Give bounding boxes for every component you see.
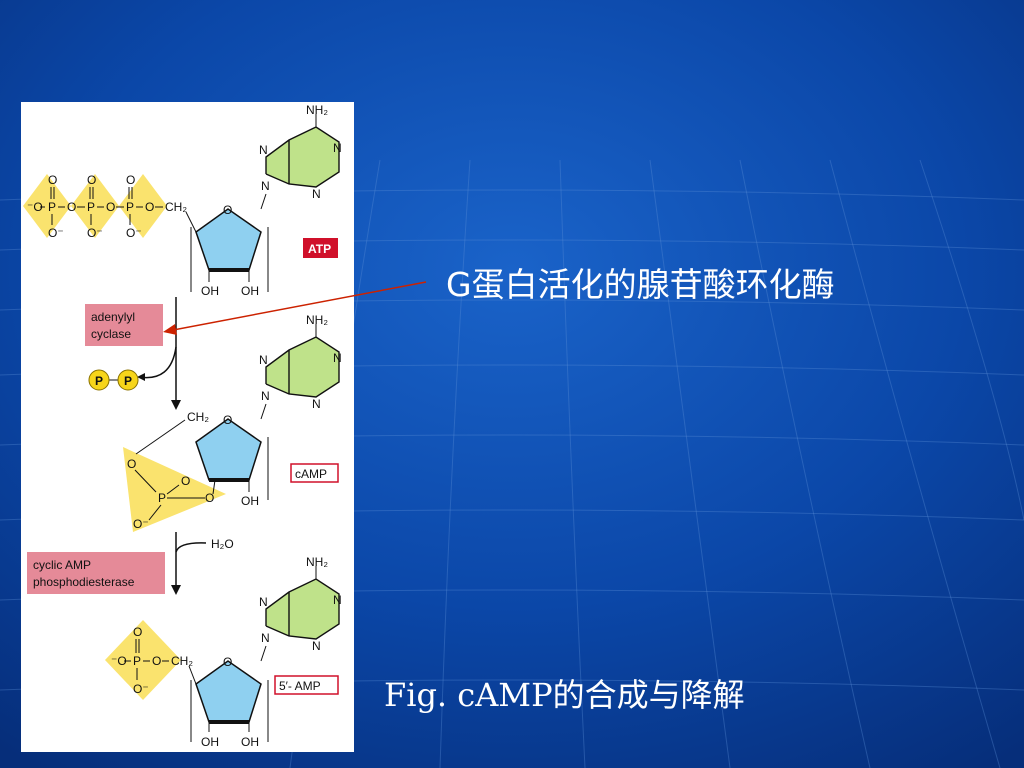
hydroxyl-label: OH [201, 284, 219, 298]
water-label: H₂O [211, 537, 234, 551]
charged-oxygen-label: ⁻O [27, 200, 43, 214]
phosphorus-label: P [133, 654, 141, 668]
methylene-label: CH₂ [171, 654, 193, 668]
nitrogen-label: N [261, 179, 270, 193]
adenine-base: NH₂ N N N N [259, 555, 342, 662]
oxygen-label: O [126, 173, 135, 187]
oxygen-label: O [152, 654, 161, 668]
amp-label-box [274, 675, 339, 695]
hydroxyl-label: OH [241, 494, 259, 508]
enzyme-annotation: G蛋白活化的腺苷酸环化酶 [446, 265, 835, 304]
enzyme-line: adenylyl [91, 310, 135, 324]
enzyme-line: cyclase [91, 327, 131, 341]
charged-oxygen-label: ⁻O [111, 654, 127, 668]
hydroxyl-label: OH [241, 284, 259, 298]
pp-label: P [95, 374, 103, 388]
amine-label: NH₂ [306, 103, 328, 117]
oxide-anion-label: O⁻ [126, 226, 142, 240]
pp-label: P [124, 374, 132, 388]
nitrogen-label: N [259, 353, 268, 367]
oxide-anion-label: O⁻ [133, 517, 149, 531]
oxygen-label: O [133, 625, 142, 639]
adenylyl-cyclase-box: adenylyl cyclase [85, 304, 163, 346]
oxygen-label: O [205, 491, 214, 505]
oxygen-label: O [145, 200, 154, 214]
cyclic-phosphate-highlight [123, 447, 226, 532]
oxygen-label: O [181, 474, 190, 488]
phosphate-highlight [119, 174, 167, 238]
nitrogen-label: N [259, 595, 268, 609]
phosphate-highlight [71, 174, 119, 238]
enzyme-line: phosphodiesterase [33, 575, 135, 589]
camp-molecule: CH₂ O O P O O O⁻ OH NH₂ N [123, 313, 342, 532]
oxygen-label: O [127, 457, 136, 471]
atp-molecule: ⁻O P O O⁻ O P O O⁻ O P O O⁻ O C [23, 103, 342, 298]
oxide-anion-label: O⁻ [133, 682, 149, 696]
oxide-anion-label: O⁻ [48, 226, 64, 240]
ribose-ring [195, 418, 262, 481]
amine-label: NH₂ [306, 313, 328, 327]
oxygen-label: O [48, 173, 57, 187]
oxygen-label: O [106, 200, 115, 214]
phosphorus-label: P [48, 200, 56, 214]
camp-pathway-diagram: ⁻O P O O⁻ O P O O⁻ O P O O⁻ O C [21, 102, 354, 752]
phosphate-highlight [23, 174, 71, 238]
amine-label: NH₂ [306, 555, 328, 569]
hydroxyl-label: OH [241, 735, 259, 749]
oxygen-label: O [67, 200, 76, 214]
nitrogen-label: N [312, 187, 321, 201]
nitrogen-label: N [261, 389, 270, 403]
ring-oxygen-label: O [223, 655, 232, 669]
nitrogen-label: N [259, 143, 268, 157]
adenine-base: NH₂ N N N N [259, 103, 342, 210]
phosphorus-label: P [87, 200, 95, 214]
ring-oxygen-label: O [223, 203, 232, 217]
figure-caption: Fig. cAMP的合成与降解 [384, 676, 745, 714]
oxygen-label: O [87, 173, 96, 187]
camp-label-box [290, 463, 339, 483]
adenine-base: NH₂ N N N N [259, 313, 342, 420]
amp-label: 5′- AMP [279, 679, 321, 693]
oxide-anion-label: O⁻ [87, 226, 103, 240]
nitrogen-label: N [312, 397, 321, 411]
phosphorus-label: P [158, 491, 166, 505]
phosphate-highlight [105, 620, 181, 700]
hydroxyl-label: OH [201, 735, 219, 749]
amp-molecule: ⁻O P O O⁻ O CH₂ O OH OH [105, 555, 342, 749]
methylene-label: CH₂ [165, 200, 187, 214]
phosphodiesterase-box: cyclic AMP phosphodiesterase [27, 552, 165, 594]
ribose-ring [195, 660, 262, 723]
atp-label-box [303, 238, 338, 258]
nitrogen-label: N [312, 639, 321, 653]
nitrogen-label: N [333, 141, 342, 155]
phosphorus-label: P [126, 200, 134, 214]
nitrogen-label: N [333, 351, 342, 365]
nitrogen-label: N [261, 631, 270, 645]
atp-label: ATP [308, 242, 331, 256]
methylene-label: CH₂ [187, 410, 209, 424]
ribose-ring [195, 208, 262, 271]
pyrophosphate: P P [88, 369, 139, 391]
enzyme-line: cyclic AMP [33, 558, 91, 572]
nitrogen-label: N [333, 593, 342, 607]
ring-oxygen-label: O [223, 413, 232, 427]
camp-label: cAMP [295, 467, 327, 481]
